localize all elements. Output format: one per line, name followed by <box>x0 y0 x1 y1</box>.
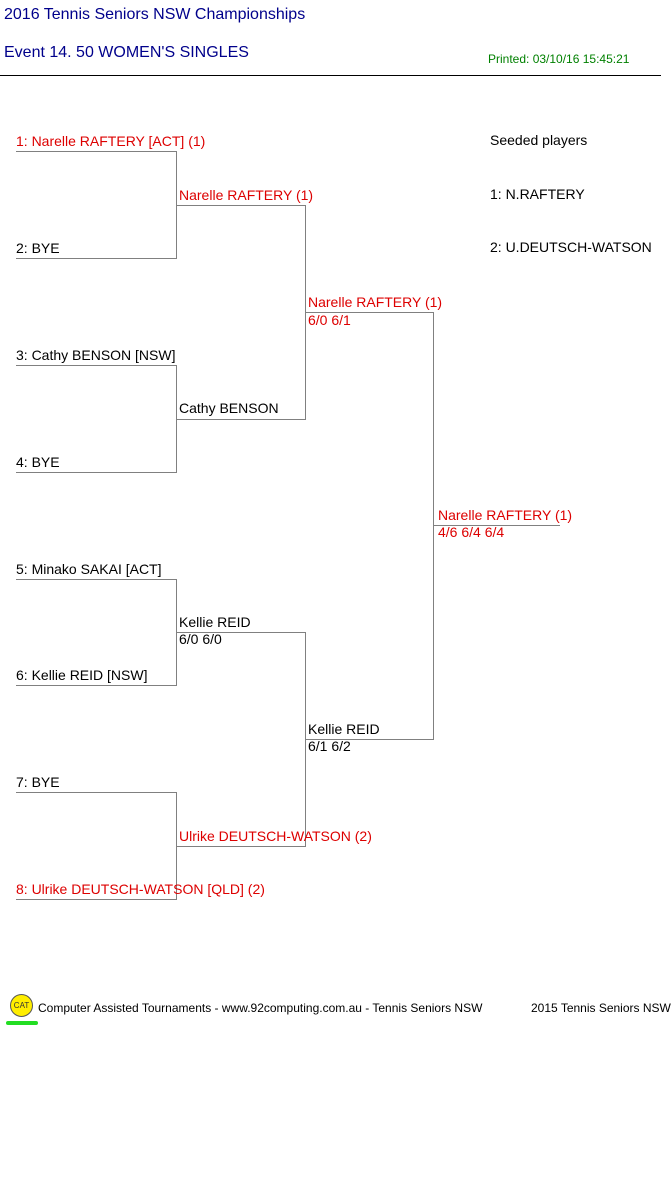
logo-underline <box>6 1021 38 1025</box>
semifinal-winner-1: Narelle RAFTERY (1) <box>308 294 443 310</box>
draw-entry-6: 6: Kellie REID [NSW] <box>16 667 148 683</box>
semifinal-score-1: 6/0 6/1 <box>308 312 351 328</box>
tournament-title: 2016 Tennis Seniors NSW Championships <box>4 6 306 23</box>
draw-entry-1: 1: Narelle RAFTERY [ACT] (1) <box>16 133 206 149</box>
round2-winner-1: Narelle RAFTERY (1) <box>179 187 314 203</box>
header-divider <box>0 75 661 76</box>
event-title: Event 14. 50 WOMEN'S SINGLES <box>4 44 249 61</box>
round2-winner-4: Ulrike DEUTSCH-WATSON (2) <box>179 828 372 844</box>
seeded-players-heading: Seeded players <box>490 132 588 148</box>
footer-copyright: 2015 Tennis Seniors NSW <box>531 1001 671 1015</box>
draw-entry-4: 4: BYE <box>16 454 60 470</box>
draw-entry-5: 5: Minako SAKAI [ACT] <box>16 561 162 577</box>
round2-score-3: 6/0 6/0 <box>179 631 222 647</box>
footer-credit: Computer Assisted Tournaments - www.92co… <box>38 1001 483 1015</box>
champion-name: Narelle RAFTERY (1) <box>438 507 573 523</box>
draw-entry-7: 7: BYE <box>16 774 60 790</box>
round2-winner-2: Cathy BENSON <box>179 400 279 416</box>
draw-entry-3: 3: Cathy BENSON [NSW] <box>16 347 176 363</box>
semifinal-winner-2: Kellie REID <box>308 721 380 737</box>
semifinal-score-2: 6/1 6/2 <box>308 738 351 754</box>
round2-winner-3: Kellie REID <box>179 614 251 630</box>
draw-entry-8: 8: Ulrike DEUTSCH-WATSON [QLD] (2) <box>16 881 265 897</box>
seed-2: 2: U.DEUTSCH-WATSON <box>490 239 652 255</box>
cat-logo-icon: CAT <box>10 994 33 1017</box>
printed-timestamp: Printed: 03/10/16 15:45:21 <box>488 52 630 66</box>
seed-1: 1: N.RAFTERY <box>490 186 585 202</box>
champion-score: 4/6 6/4 6/4 <box>438 524 505 540</box>
draw-entry-2: 2: BYE <box>16 240 60 256</box>
